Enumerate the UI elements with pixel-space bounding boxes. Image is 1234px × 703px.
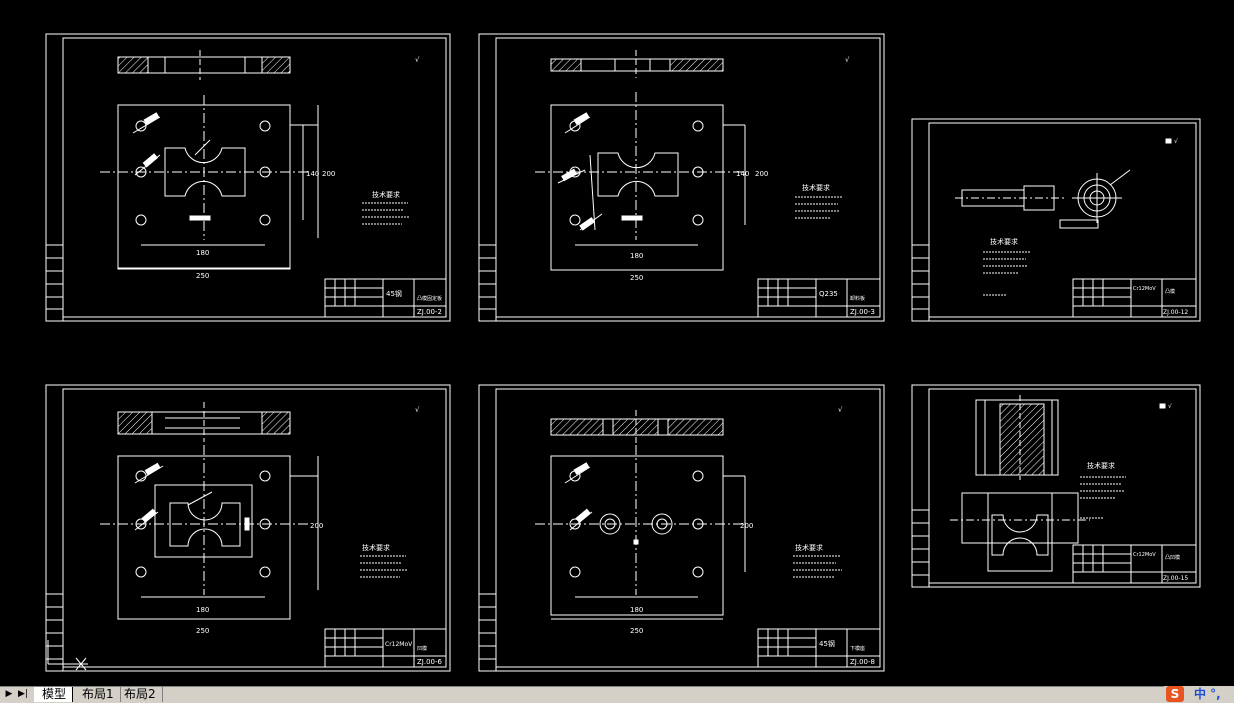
drawing-sheet-4: 180 250 200 技术要求 Cr12MoV 凹模 ZJ.00-6 √ bbox=[45, 384, 451, 672]
svg-text:√: √ bbox=[415, 56, 420, 64]
first-tab-icon[interactable]: ▶ bbox=[5, 689, 13, 699]
dim-inner-5: 180 bbox=[630, 606, 643, 614]
drawing-code-5: ZJ.00-8 bbox=[850, 658, 875, 666]
drawing-code-6: ZJ.00-15 bbox=[1163, 575, 1188, 582]
model-space-canvas[interactable]: 180 250 200 140 技术要求 45钢 凸模固定板 ZJ.00-2 √ bbox=[0, 0, 1234, 686]
next-tab-icon[interactable]: ▶| bbox=[18, 689, 28, 699]
notes-title-1: 技术要求 bbox=[372, 190, 400, 199]
dim-inner-h-1: 140 bbox=[306, 170, 319, 178]
dim-width-5: 250 bbox=[630, 627, 643, 635]
part-name-3: 凸模 bbox=[1165, 288, 1175, 295]
tab-layout2[interactable]: 布局2 bbox=[116, 687, 163, 702]
notes-title-5: 技术要求 bbox=[795, 543, 823, 552]
tab-layout1[interactable]: 布局1 bbox=[74, 687, 121, 702]
drawing-sheet-1: 180 250 200 140 技术要求 45钢 凸模固定板 ZJ.00-2 √ bbox=[45, 33, 451, 322]
dim-height-2: 200 bbox=[755, 170, 768, 178]
tab-model[interactable]: 模型 bbox=[34, 687, 74, 702]
drawing-code-1: ZJ.00-2 bbox=[417, 308, 442, 316]
drawing-code-2: ZJ.00-3 bbox=[850, 308, 875, 316]
drawing-sheet-6: 技术要求 Cr12MoV 凸凹模 ZJ.00-15 √ bbox=[911, 384, 1201, 588]
ucs-icon bbox=[47, 640, 88, 671]
svg-text:√: √ bbox=[1174, 138, 1178, 145]
part-name-1: 凸模固定板 bbox=[417, 295, 442, 302]
svg-text:√: √ bbox=[415, 406, 420, 414]
material-6: Cr12MoV bbox=[1133, 552, 1156, 558]
part-name-5: 下模座 bbox=[850, 645, 865, 652]
dim-height-1: 200 bbox=[322, 170, 335, 178]
notes-title-3: 技术要求 bbox=[990, 237, 1018, 246]
dim-width-4: 250 bbox=[196, 627, 209, 635]
dim-inner-1: 180 bbox=[196, 249, 209, 257]
dim-inner-2: 180 bbox=[630, 252, 643, 260]
part-name-2: 卸料板 bbox=[850, 295, 865, 302]
material-1: 45钢 bbox=[386, 289, 402, 298]
dim-inner-h-2: 140 bbox=[736, 170, 749, 178]
drawing-sheet-5: 180 250 200 技术要求 45钢 下模座 ZJ.00-8 √ bbox=[478, 384, 885, 672]
layout-tab-bar: ▶ ▶| 模型 布局1 布局2 bbox=[0, 686, 1234, 703]
svg-text:√: √ bbox=[1168, 403, 1172, 410]
drawing-sheet-3: 技术要求 Cr12MoV 凸模 ZJ.00-12 √ bbox=[911, 118, 1201, 322]
svg-text:√: √ bbox=[838, 406, 843, 414]
dim-height-5: 200 bbox=[740, 522, 753, 530]
dim-height-4: 200 bbox=[310, 522, 323, 530]
notes-title-2: 技术要求 bbox=[802, 183, 830, 192]
part-name-4: 凹模 bbox=[417, 645, 427, 652]
drawing-code-3: ZJ.00-12 bbox=[1163, 309, 1188, 316]
dim-width-2: 250 bbox=[630, 274, 643, 282]
material-2: Q235 bbox=[819, 290, 838, 298]
material-3: Cr12MoV bbox=[1133, 286, 1156, 292]
ime-mode-indicator[interactable]: 中 °, bbox=[1194, 687, 1221, 701]
material-4: Cr12MoV bbox=[385, 641, 413, 648]
dim-inner-4: 180 bbox=[196, 606, 209, 614]
ime-toolbar[interactable]: S 中 °, bbox=[1164, 686, 1234, 702]
notes-title-6: 技术要求 bbox=[1087, 461, 1115, 470]
material-5: 45钢 bbox=[819, 639, 835, 648]
notes-title-4: 技术要求 bbox=[362, 543, 390, 552]
drawing-sheet-2: 180 250 200 140 技术要求 Q235 卸料板 ZJ.00-3 √ bbox=[478, 33, 885, 322]
part-name-6: 凸凹模 bbox=[1165, 554, 1180, 561]
drawing-code-4: ZJ.00-6 bbox=[417, 658, 443, 666]
dim-width-1: 250 bbox=[196, 272, 209, 280]
ime-logo-icon[interactable]: S bbox=[1166, 686, 1184, 702]
svg-text:√: √ bbox=[845, 56, 850, 64]
